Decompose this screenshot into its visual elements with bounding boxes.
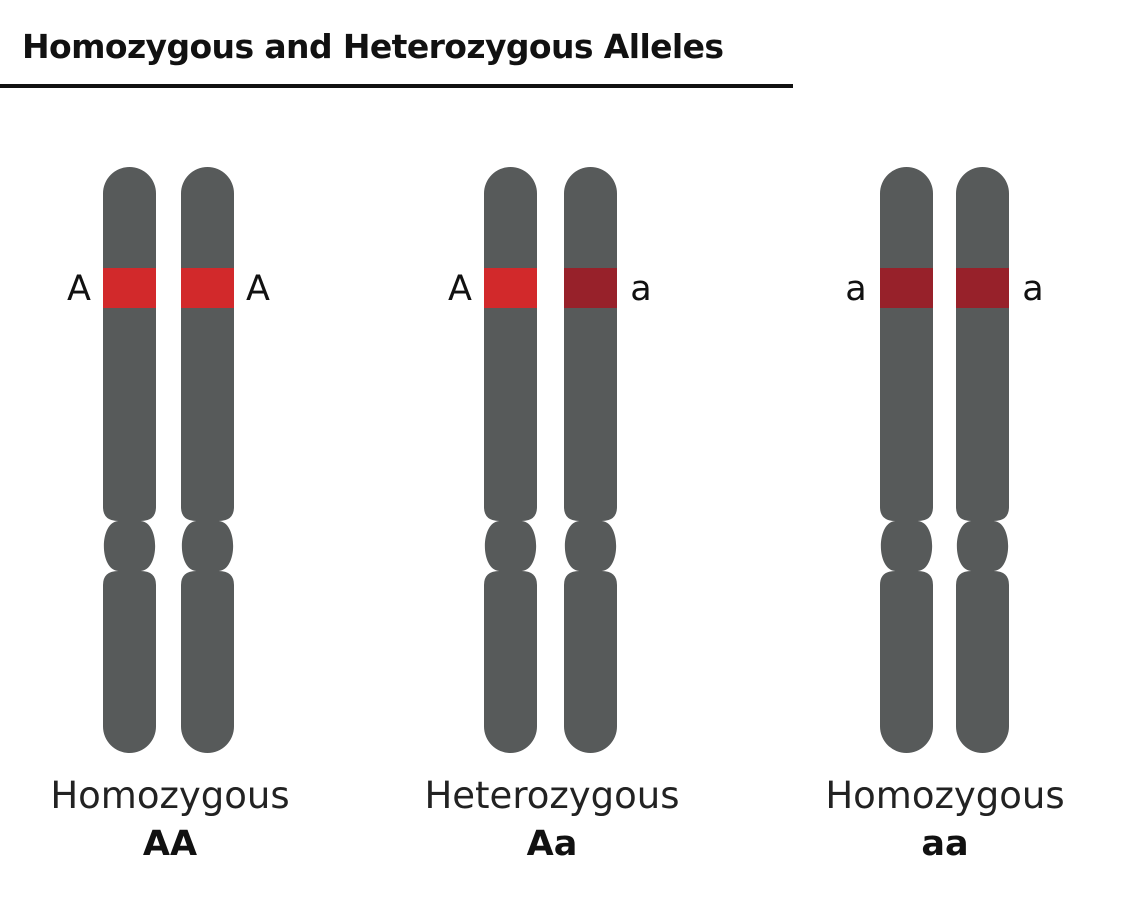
- genotype-label: aa: [921, 824, 968, 864]
- allele-band-left: [103, 268, 156, 308]
- chromosome-left: [880, 167, 933, 753]
- genotype-label: AA: [143, 824, 197, 864]
- chromosome-right: [564, 167, 617, 753]
- allele-label-left: A: [67, 269, 91, 309]
- allele-band-right: [564, 268, 617, 308]
- allele-band-right: [956, 268, 1009, 308]
- allele-band-right: [181, 268, 234, 308]
- chromosome-pair-heterozygous: A a Heterozygous Aa: [424, 167, 680, 864]
- chromosome-pair-homozygous-recessive: a a Homozygous aa: [825, 167, 1065, 864]
- allele-band-left: [484, 268, 537, 308]
- allele-band-left: [880, 268, 933, 308]
- allele-label-right: a: [630, 269, 651, 309]
- zygosity-label: Homozygous: [825, 774, 1064, 817]
- title-underline: [0, 84, 793, 88]
- genotype-label: Aa: [527, 824, 578, 864]
- allele-label-right: A: [246, 269, 270, 309]
- diagram-title: Homozygous and Heterozygous Alleles: [22, 27, 724, 66]
- chromosome-right: [956, 167, 1009, 753]
- allele-label-left: A: [448, 269, 472, 309]
- allele-label-left: a: [845, 269, 866, 309]
- allele-label-right: a: [1022, 269, 1043, 309]
- chromosome-pair-homozygous-dominant: A A Homozygous AA: [50, 167, 290, 864]
- chromosome-right: [181, 167, 234, 753]
- chromosome-left: [484, 167, 537, 753]
- zygosity-label: Homozygous: [50, 774, 289, 817]
- zygosity-label: Heterozygous: [424, 774, 679, 817]
- chromosome-left: [103, 167, 156, 753]
